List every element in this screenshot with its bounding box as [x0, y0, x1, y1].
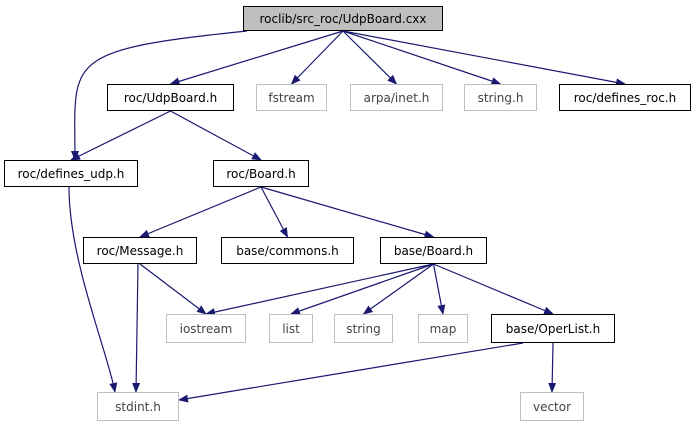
edge-base_operlist-to-stdint	[178, 342, 524, 403]
edge-root-to-arpa_inet	[342, 30, 398, 85]
edge-base_board-to-string	[362, 263, 434, 315]
edge-base_board-to-list	[290, 263, 434, 315]
edge-roc_board-to-roc_message	[139, 186, 262, 238]
edge-base_board-to-iostream	[205, 263, 434, 316]
edge-roc_message-to-stdint	[132, 263, 141, 393]
node-roc-defines-roc-h[interactable]: roc/defines_roc.h	[559, 84, 691, 111]
edge-base_operlist-to-vector	[548, 342, 557, 393]
edge-defines_udp-to-stdint	[68, 186, 118, 393]
edge-root-to-fstream	[290, 30, 344, 85]
edge-root-to-string_h	[342, 30, 502, 85]
edge-roc_board-to-base_commons	[260, 186, 289, 238]
node-base-board-h[interactable]: base/Board.h	[380, 237, 487, 264]
edge-base_board-to-base_operlist	[433, 263, 554, 315]
node-roc-board-h[interactable]: roc/Board.h	[213, 160, 309, 187]
edge-root-to-udpboard_h	[169, 30, 344, 86]
edge-roc_message-to-iostream	[139, 263, 207, 315]
node-map: map	[418, 314, 468, 343]
node-base-commons-h[interactable]: base/commons.h	[221, 237, 354, 264]
edge-root-to-defines_udp	[70, 30, 248, 161]
node-arpa-inet-h: arpa/inet.h	[350, 84, 443, 111]
node-roc-udpboard-h[interactable]: roc/UdpBoard.h	[107, 84, 234, 111]
node-udpboard-cxx[interactable]: roclib/src_roc/UdpBoard.cxx	[243, 6, 443, 31]
node-roc-defines-udp-h[interactable]: roc/defines_udp.h	[4, 160, 138, 187]
node-vector: vector	[520, 392, 584, 421]
node-roc-message-h[interactable]: roc/Message.h	[83, 237, 197, 264]
edge-udpboard_h-to-defines_udp	[70, 110, 171, 161]
node-list: list	[269, 314, 313, 343]
edge-roc_board-to-base_board	[260, 186, 435, 239]
edge-udpboard_h-to-roc_board	[170, 110, 262, 161]
node-string: string	[334, 314, 393, 343]
node-base-operlist-h[interactable]: base/OperList.h	[491, 314, 615, 343]
edge-base_board-to-map	[432, 263, 446, 315]
node-fstream: fstream	[256, 84, 327, 111]
node-iostream: iostream	[166, 314, 246, 343]
node-string-h: string.h	[464, 84, 537, 111]
node-stdint-h: stdint.h	[97, 392, 179, 421]
edge-root-to-defines_roc	[342, 30, 626, 87]
